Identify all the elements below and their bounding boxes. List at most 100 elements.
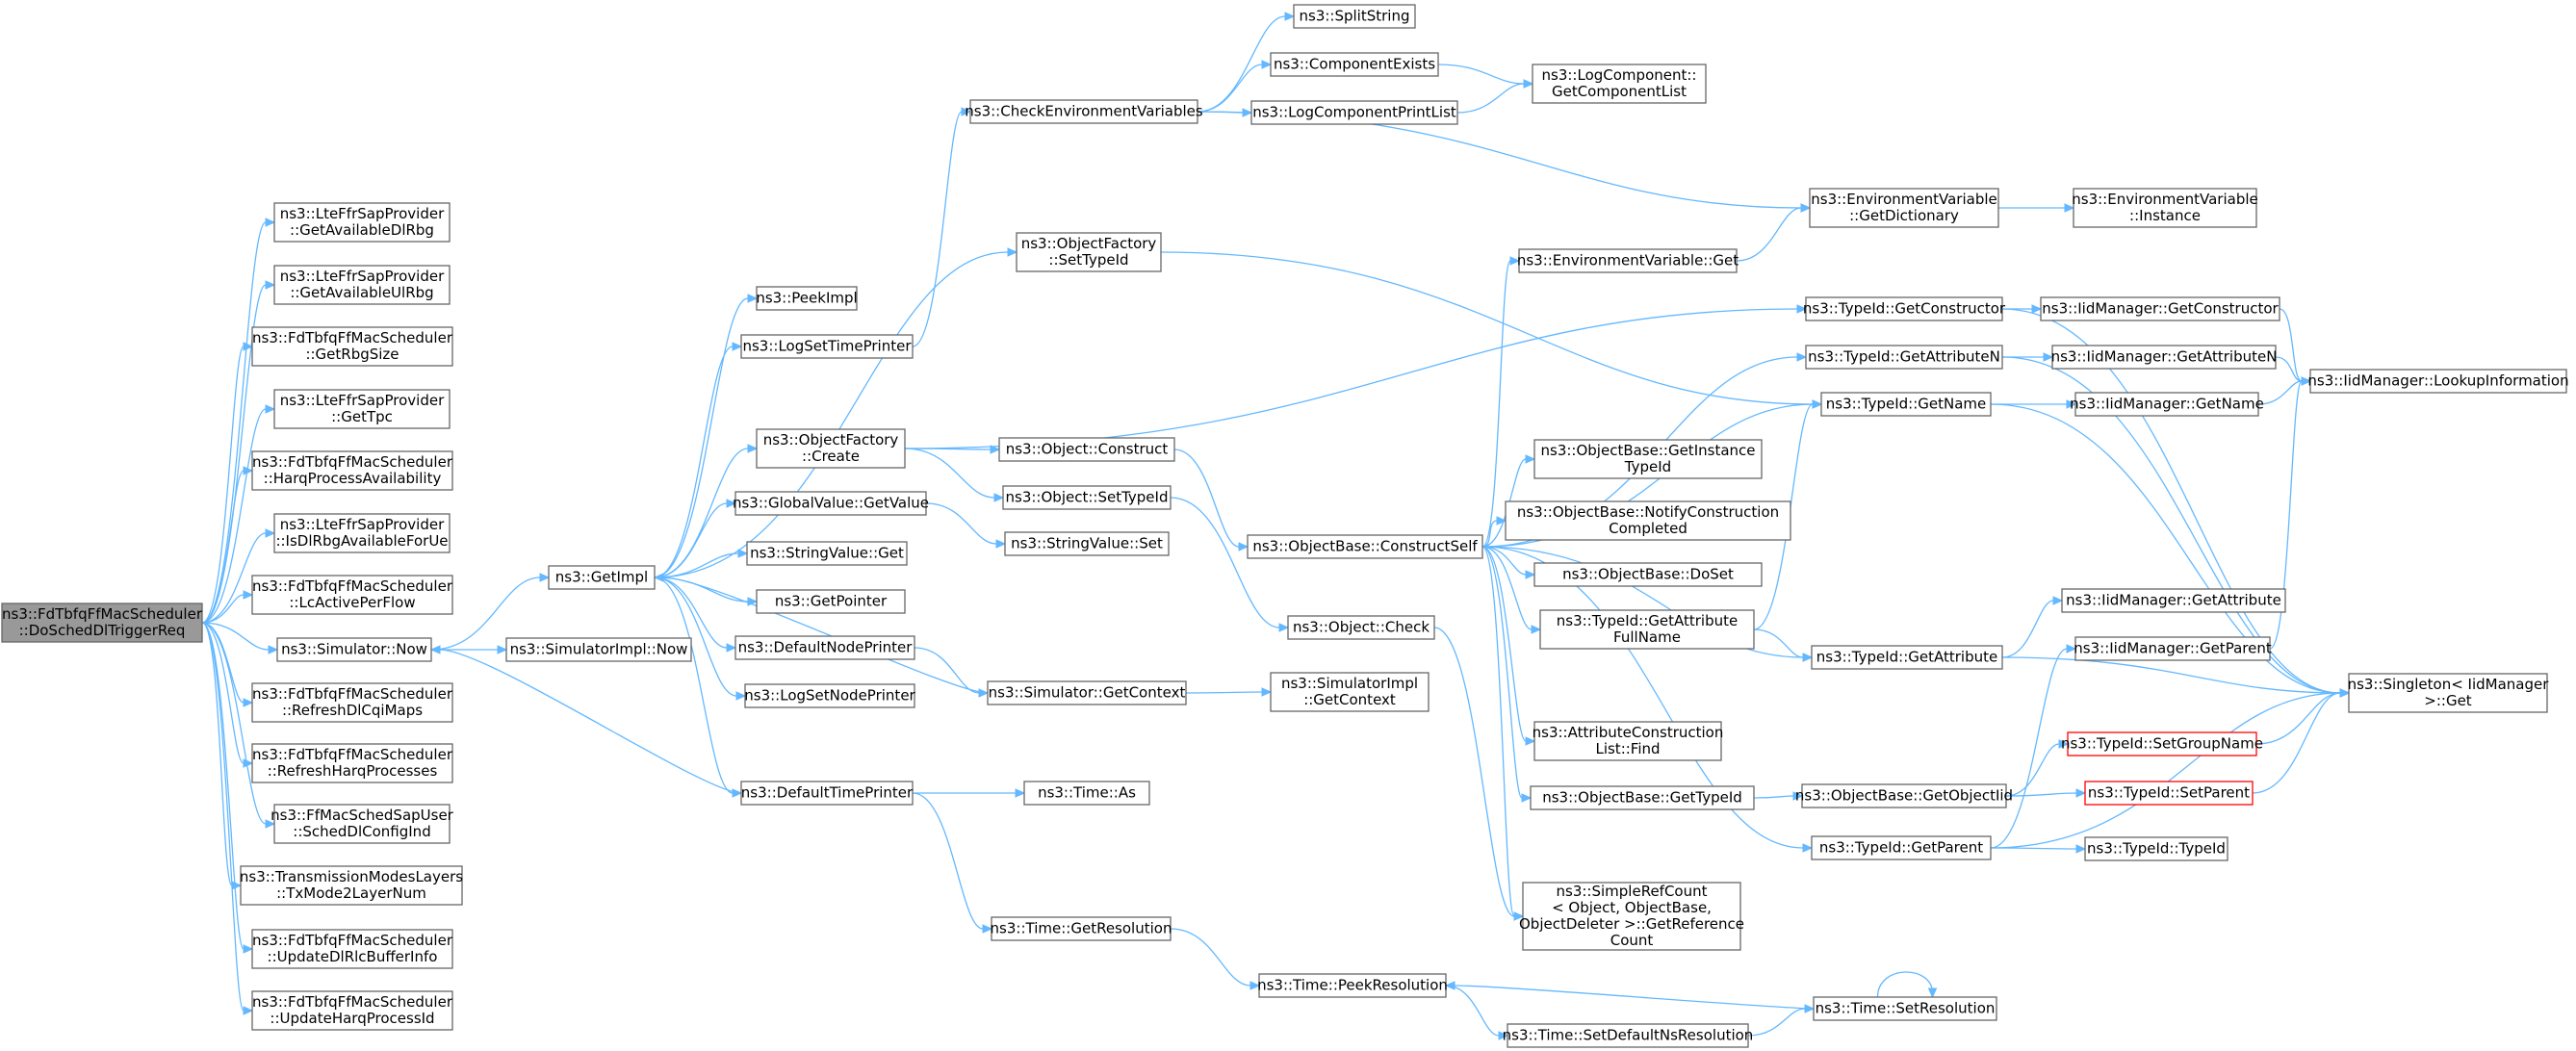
node-iidGetAttr[interactable]: ns3::IidManager::GetAttribute (2061, 588, 2286, 613)
node-box[interactable] (2074, 636, 2271, 661)
node-splitString[interactable]: ns3::SplitString (1293, 4, 1416, 29)
node-box[interactable] (2067, 731, 2257, 756)
node-simNow[interactable]: ns3::Simulator::Now (276, 637, 432, 662)
node-box[interactable] (548, 565, 656, 590)
node-objFactSetType[interactable]: ns3::ObjectFactory::SetTypeId (1016, 232, 1162, 272)
node-box[interactable] (251, 682, 453, 723)
node-box[interactable] (1518, 248, 1738, 273)
node-fdRefreshHarq[interactable]: ns3::FdTbfqFfMacScheduler::RefreshHarqPr… (251, 743, 453, 783)
node-fdHarqAvail[interactable]: ns3::FdTbfqFfMacScheduler::HarqProcessAv… (251, 450, 453, 491)
node-iidGetConstructor[interactable]: ns3::IidManager::GetConstructor (2040, 296, 2280, 321)
node-envGetDict[interactable]: ns3::EnvironmentVariable::GetDictionary (1809, 188, 1999, 228)
node-box[interactable] (740, 334, 914, 359)
node-logSetNode[interactable]: ns3::LogSetNodePrinter (744, 683, 916, 708)
node-box[interactable] (1522, 882, 1741, 951)
node-objBaseGetObjIid[interactable]: ns3::ObjectBase::GetObjectIid (1795, 783, 2013, 808)
node-box[interactable] (251, 326, 453, 367)
node-objConstruct[interactable]: ns3::Object::Construct (998, 437, 1175, 462)
node-box[interactable] (2051, 345, 2277, 370)
node-box[interactable] (1539, 609, 1755, 650)
node-box[interactable] (756, 589, 906, 614)
node-box[interactable] (2309, 369, 2567, 394)
node-root[interactable]: ns3::FdTbfqFfMacScheduler::DoSchedDlTrig… (1, 602, 203, 643)
node-logCompPrint[interactable]: ns3::LogComponentPrintList (1250, 100, 1458, 125)
node-box[interactable] (746, 541, 908, 566)
node-lteIsDlRbg[interactable]: ns3::LteFfrSapProvider::IsDlRbgAvailable… (273, 513, 451, 553)
node-iidGetName[interactable]: ns3::IidManager::GetName (2070, 392, 2264, 417)
node-stringSet[interactable]: ns3::StringValue::Set (1004, 531, 1170, 556)
node-objSetTypeId[interactable]: ns3::Object::SetTypeId (1002, 485, 1172, 510)
node-box[interactable] (1293, 4, 1416, 29)
node-box[interactable] (1247, 534, 1483, 559)
node-timeGetRes[interactable]: ns3::Time::GetResolution (991, 916, 1172, 941)
node-box[interactable] (1532, 64, 1707, 104)
node-getImpl[interactable]: ns3::GetImpl (548, 565, 656, 590)
node-box[interactable] (1004, 531, 1170, 556)
node-box[interactable] (1533, 721, 1722, 761)
node-fdLcActive[interactable]: ns3::FdTbfqFfMacScheduler::LcActivePerFl… (251, 575, 453, 615)
node-objCheck[interactable]: ns3::Object::Check (1287, 615, 1435, 640)
node-box[interactable] (740, 781, 914, 806)
node-simpleRefCount[interactable]: ns3::SimpleRefCount< Object, ObjectBase,… (1519, 882, 1744, 951)
node-getPointer[interactable]: ns3::GetPointer (756, 589, 906, 614)
node-lteGetAvailUl[interactable]: ns3::LteFfrSapProvider::GetAvailableUlRb… (273, 265, 451, 305)
node-simImplNow[interactable]: ns3::SimulatorImpl::Now (505, 637, 692, 662)
node-box[interactable] (2348, 673, 2548, 713)
node-typeSetParent[interactable]: ns3::TypeId::SetParent (2084, 781, 2254, 806)
node-timePeekRes[interactable]: ns3::Time::PeekResolution (1257, 973, 1448, 998)
node-typeGetParent[interactable]: ns3::TypeId::GetParent (1811, 835, 1992, 860)
node-box[interactable] (1002, 485, 1172, 510)
node-box[interactable] (1016, 232, 1162, 272)
node-box[interactable] (1250, 100, 1458, 125)
node-box[interactable] (1287, 615, 1435, 640)
node-lteGetTpc[interactable]: ns3::LteFfrSapProvider::GetTpc (273, 389, 451, 429)
node-typeTypeId[interactable]: ns3::TypeId::TypeId (2084, 836, 2228, 861)
node-box[interactable] (969, 99, 1198, 124)
node-box[interactable] (1809, 188, 1999, 228)
node-box[interactable] (240, 865, 463, 906)
node-box[interactable] (273, 389, 451, 429)
node-box[interactable] (2084, 836, 2228, 861)
node-box[interactable] (2084, 781, 2254, 806)
node-txMode[interactable]: ns3::TransmissionModesLayers::TxMode2Lay… (240, 865, 463, 906)
node-typeSetGroup[interactable]: ns3::TypeId::SetGroupName (2061, 731, 2263, 756)
node-fdGetRbgSize[interactable]: ns3::FdTbfqFfMacScheduler::GetRbgSize (251, 326, 453, 367)
node-objBaseGetTypeId[interactable]: ns3::ObjectBase::GetTypeId (1530, 785, 1755, 810)
node-typeGetAttrN[interactable]: ns3::TypeId::GetAttributeN (1805, 345, 2003, 370)
node-box[interactable] (251, 990, 453, 1031)
node-box[interactable] (251, 743, 453, 783)
node-box[interactable] (1023, 781, 1150, 806)
node-box[interactable] (2040, 296, 2280, 321)
node-objFactCreate[interactable]: ns3::ObjectFactory::Create (756, 428, 906, 469)
node-timeSetDefault[interactable]: ns3::Time::SetDefaultNsResolution (1503, 1023, 1754, 1048)
node-box[interactable] (1805, 296, 2003, 321)
node-defNodePrinter[interactable]: ns3::DefaultNodePrinter (734, 635, 915, 660)
node-box[interactable] (273, 265, 451, 305)
node-peekImpl[interactable]: ns3::PeekImpl (756, 286, 858, 311)
node-box[interactable] (756, 428, 906, 469)
node-objBaseNotify[interactable]: ns3::ObjectBase::NotifyConstructionCompl… (1505, 500, 1791, 541)
node-box[interactable] (744, 683, 915, 708)
node-box[interactable] (1270, 672, 1430, 712)
node-box[interactable] (1820, 392, 1992, 417)
node-box[interactable] (251, 450, 453, 491)
node-typeGetConstructor[interactable]: ns3::TypeId::GetConstructor (1803, 296, 2006, 321)
node-box[interactable] (273, 513, 451, 553)
node-envGet[interactable]: ns3::EnvironmentVariable::Get (1517, 248, 1739, 273)
node-box[interactable] (276, 637, 432, 662)
node-box[interactable] (505, 637, 692, 662)
node-ffSchedDl[interactable]: ns3::FfMacSchedSapUser::SchedDlConfigInd (270, 804, 454, 844)
node-box[interactable] (1801, 783, 2007, 808)
node-box[interactable] (987, 680, 1187, 705)
node-box[interactable] (1530, 785, 1755, 810)
node-box[interactable] (734, 635, 915, 660)
node-timeSetRes[interactable]: ns3::Time::SetResolution (1813, 996, 1997, 1021)
node-fdUpdateHarq[interactable]: ns3::FdTbfqFfMacScheduler::UpdateHarqPro… (251, 990, 453, 1031)
node-box[interactable] (1811, 645, 2003, 670)
node-box[interactable] (1270, 52, 1439, 77)
node-box[interactable] (1258, 973, 1447, 998)
node-box[interactable] (273, 804, 451, 844)
node-timeAs[interactable]: ns3::Time::As (1023, 781, 1150, 806)
